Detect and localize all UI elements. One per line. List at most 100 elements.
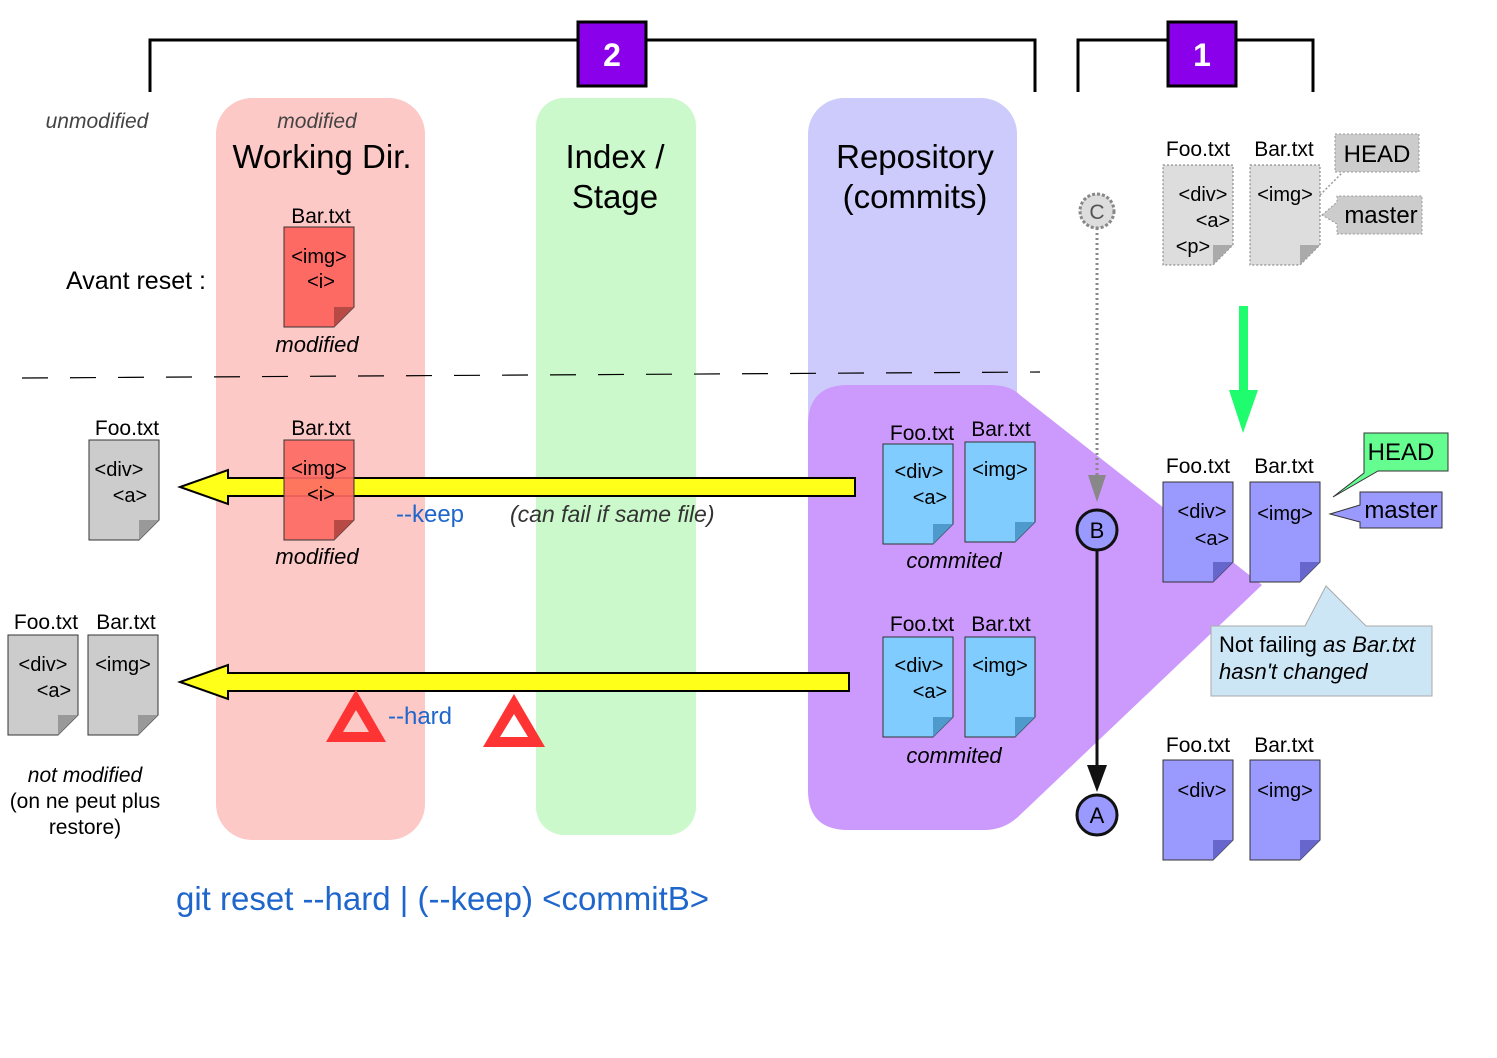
doc-fold <box>1213 245 1233 265</box>
repo-title-line2: (commits) <box>843 178 988 215</box>
head-tag-after <box>1332 432 1449 498</box>
doc-fold <box>933 717 953 737</box>
doc-line: <a> <box>113 485 147 507</box>
doc-label: Foo.txt <box>14 611 78 634</box>
master-label: master <box>1344 202 1417 229</box>
doc-label: Bar.txt <box>291 417 351 440</box>
doc-label: Bar.txt <box>971 613 1031 636</box>
callout-line-2: hasn't changed <box>1219 659 1368 684</box>
doc-label: Foo.txt <box>1166 138 1230 161</box>
doc-line: <i> <box>307 271 335 293</box>
doc-line: <div> <box>19 654 68 676</box>
doc-line: <p> <box>1176 236 1210 258</box>
callout-line-1: Not failing as Bar.txt <box>1219 632 1416 657</box>
doc-line: <img> <box>95 654 151 676</box>
badge-1 <box>1166 20 1238 88</box>
head-label: HEAD <box>1368 439 1435 466</box>
doc-label: Foo.txt <box>1166 734 1230 757</box>
modified-caption: modified <box>275 332 359 357</box>
master-label: master <box>1364 497 1437 524</box>
green-arrow-shaft <box>1239 306 1248 396</box>
head-tag-pointer <box>1319 169 1346 196</box>
doc-label: Foo.txt <box>95 417 159 440</box>
doc-fold <box>139 520 159 540</box>
index-title-line1: Index / <box>565 138 665 175</box>
doc-fold <box>1015 717 1035 737</box>
doc-fold <box>1300 245 1320 265</box>
doc-line: <img> <box>972 655 1028 677</box>
master-tag-after <box>1328 491 1443 529</box>
doc-fold <box>1300 562 1320 582</box>
doc-label: Bar.txt <box>96 611 156 634</box>
keep-note-label: (can fail if same file) <box>510 501 715 527</box>
keep-flag-label: --keep <box>396 501 464 528</box>
working-dir-title: Working Dir. <box>232 138 411 175</box>
index-title-line2: Stage <box>572 178 658 215</box>
doc-line: <img> <box>972 459 1028 481</box>
doc-line: <a> <box>913 487 947 509</box>
restore-note-line2: restore) <box>49 816 121 839</box>
doc-line: <div> <box>95 459 144 481</box>
hard-arrow <box>177 663 850 701</box>
doc-label: Foo.txt <box>890 613 954 636</box>
commit-a <box>1075 793 1119 837</box>
doc-label: Bar.txt <box>1254 138 1314 161</box>
doc-label: Bar.txt <box>291 205 351 228</box>
callout-italic: as Bar.txt <box>1323 632 1416 657</box>
doc-line: <a> <box>37 680 71 702</box>
git-command: git reset --hard | (--keep) <commitB> <box>176 880 709 917</box>
commit-c <box>1078 192 1116 230</box>
doc-label: Foo.txt <box>1166 455 1230 478</box>
not-modified-label: not modified <box>28 764 144 787</box>
doc-fold <box>933 524 953 544</box>
warning-triangle-icon <box>483 694 545 747</box>
doc-line: <div> <box>895 461 944 483</box>
doc-label: Foo.txt <box>890 422 954 445</box>
commited-caption: commited <box>906 743 1002 768</box>
modified-caption: modified <box>275 544 359 569</box>
doc-label: Bar.txt <box>1254 455 1314 478</box>
master-tag-before <box>1321 195 1423 235</box>
commit-link-c-b-head <box>1088 475 1106 502</box>
doc-label: Bar.txt <box>971 418 1031 441</box>
doc-fold <box>1213 562 1233 582</box>
head-label: HEAD <box>1344 141 1411 168</box>
doc-line: <img> <box>291 246 347 268</box>
avant-reset-label: Avant reset : <box>66 267 206 295</box>
index-stage-column <box>536 98 696 835</box>
callout-plain: Not failing <box>1219 632 1323 657</box>
head-tag-before <box>1334 133 1420 173</box>
doc-line: <a> <box>1196 210 1230 232</box>
badge-2 <box>576 20 648 88</box>
unmodified-label: unmodified <box>46 110 150 133</box>
commit-b-label: B <box>1090 518 1105 543</box>
not-failing-callout <box>1210 585 1433 697</box>
doc-line: <div> <box>1179 184 1228 206</box>
doc-line: <img> <box>1257 503 1313 525</box>
doc-fold <box>334 520 354 540</box>
doc-line: <a> <box>1195 528 1229 550</box>
commit-link-b-a-head <box>1087 765 1107 792</box>
badge-1-label: 1 <box>1193 37 1211 73</box>
repo-title-line1: Repository <box>836 138 994 175</box>
hard-flag-label: --hard <box>388 703 452 730</box>
warning-triangle-icon <box>326 690 386 742</box>
doc-line: <img> <box>1257 780 1313 802</box>
commit-a-label: A <box>1090 803 1105 828</box>
doc-fold <box>334 307 354 327</box>
modified-label: modified <box>277 110 358 133</box>
doc-line: <i> <box>307 484 335 506</box>
doc-fold <box>1015 522 1035 542</box>
doc-fold <box>138 715 158 735</box>
before-after-separator <box>21 371 1041 379</box>
doc-fold <box>1300 840 1320 860</box>
doc-line: <a> <box>913 681 947 703</box>
doc-line: <img> <box>1257 184 1313 206</box>
doc-fold <box>58 715 78 735</box>
doc-line: <div> <box>1178 780 1227 802</box>
badge-2-label: 2 <box>603 37 621 73</box>
commit-b <box>1075 508 1119 552</box>
restore-note-line1: (on ne peut plus <box>10 790 161 813</box>
doc-label: Bar.txt <box>1254 734 1314 757</box>
